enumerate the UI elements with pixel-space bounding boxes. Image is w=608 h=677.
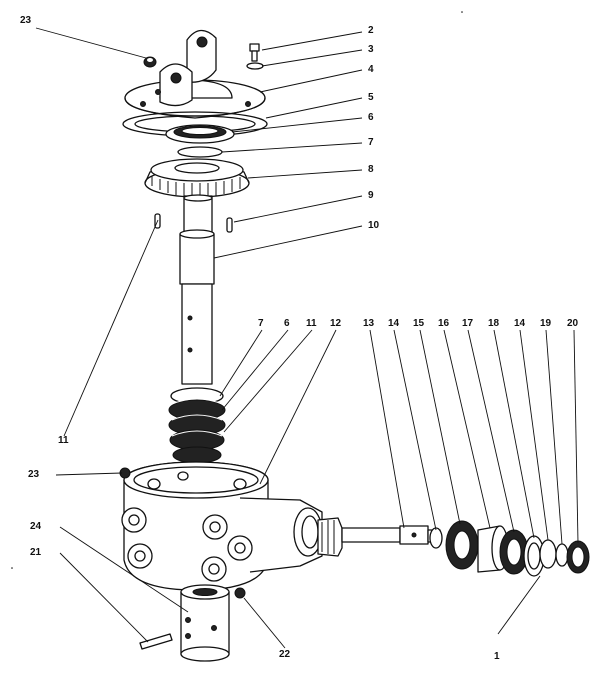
label-part-23-top: 23	[20, 15, 32, 26]
label-part-5: 5	[368, 92, 374, 103]
label-part-1: 1	[494, 651, 500, 662]
label-part-3: 3	[368, 44, 374, 55]
label-part-19: 19	[540, 318, 552, 329]
part-11-lower-bearing-stack	[168, 387, 226, 464]
part-7-shim-top	[177, 146, 223, 158]
label-part-7-top: 7	[368, 137, 374, 148]
part-23-nut-top	[143, 56, 157, 68]
label-part-13: 13	[363, 318, 375, 329]
label-part-20: 20	[567, 318, 579, 329]
part-4-top-cover	[124, 29, 266, 119]
part-10-vertical-shaft	[179, 194, 215, 385]
label-part-8: 8	[368, 164, 374, 175]
label-part-10: 10	[368, 220, 380, 231]
part-22-ball	[234, 587, 246, 599]
label-part-9: 9	[368, 190, 374, 201]
label-part-18: 18	[488, 318, 500, 329]
label-part-11-key: 11	[58, 435, 69, 446]
label-part-12: 12	[330, 318, 342, 329]
part-20-seal	[566, 540, 590, 574]
part-19-shim	[555, 543, 569, 567]
label-part-22: 22	[279, 649, 291, 660]
label-part-17: 17	[462, 318, 474, 329]
part-21-pin	[139, 633, 173, 650]
label-part-23-bottom: 23	[28, 469, 40, 480]
leader-lines	[35, 27, 579, 649]
part-14-bearing-b	[539, 539, 557, 569]
part-13-horizontal-shaft	[317, 517, 441, 557]
part-12-gear-housing	[121, 461, 323, 591]
label-part-7-lower: 7	[258, 318, 264, 329]
label-part-16: 16	[438, 318, 450, 329]
label-part-14-a: 14	[388, 318, 400, 329]
part-3-washer	[246, 62, 264, 70]
label-part-24: 24	[30, 521, 42, 532]
part-24-sleeve	[180, 584, 230, 662]
part-2-bolt	[249, 43, 260, 62]
label-part-6-top: 6	[368, 112, 374, 123]
part-14-bearing-a	[429, 527, 443, 549]
part-6-bearing-top	[165, 124, 235, 144]
label-part-11-lower: 11	[306, 318, 317, 329]
label-part-2: 2	[368, 25, 374, 36]
part-15-bearing	[445, 520, 479, 570]
label-part-21: 21	[30, 547, 42, 558]
label-part-4: 4	[368, 64, 374, 75]
label-part-15: 15	[413, 318, 425, 329]
part-8-bevel-gear	[144, 158, 250, 198]
label-part-6-lower: 6	[284, 318, 290, 329]
label-part-14-b: 14	[514, 318, 526, 329]
